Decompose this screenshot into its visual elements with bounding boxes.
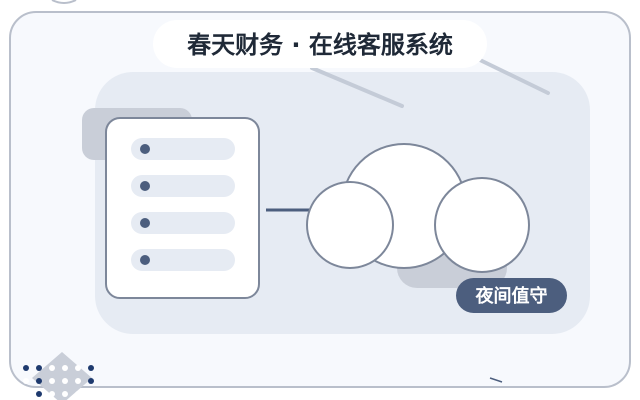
pattern-dot [36, 391, 42, 397]
pattern-dot [75, 391, 81, 397]
title-line-right [478, 58, 550, 95]
dot-pattern-icon [23, 352, 94, 400]
list-bullet [140, 181, 150, 191]
list-bullet [140, 218, 150, 228]
title-pill [153, 20, 487, 68]
cloud-left-circle [306, 181, 394, 269]
list-bullet [140, 144, 150, 154]
corner-arc [51, 0, 77, 4]
status-badge [456, 278, 567, 313]
cloud-icon [306, 143, 530, 273]
pattern-dot [49, 378, 55, 384]
pattern-dot [23, 378, 29, 384]
small-dash [489, 377, 503, 383]
diamond-shape [32, 352, 92, 400]
page-title: 春天财务 · 在线客服系统 [187, 31, 453, 59]
list-row [131, 138, 235, 160]
list-row [131, 212, 235, 234]
list-row [131, 249, 235, 271]
pattern-dot [62, 378, 68, 384]
pattern-dot [49, 365, 55, 371]
pattern-dot [36, 378, 42, 384]
pattern-dot [75, 378, 81, 384]
list-document-icon [105, 117, 260, 299]
list-bullet [140, 255, 150, 265]
pattern-dot [88, 378, 94, 384]
pattern-dot [62, 365, 68, 371]
pattern-dot [62, 391, 68, 397]
title-line-left [310, 66, 404, 108]
status-badge-label: 夜间值守 [475, 285, 548, 307]
pattern-dot [23, 365, 29, 371]
pattern-dot [75, 365, 81, 371]
list-row [131, 175, 235, 197]
pattern-dot [49, 391, 55, 397]
pattern-dot [88, 365, 94, 371]
cloud-right-circle [434, 177, 530, 273]
pattern-dot [36, 365, 42, 371]
